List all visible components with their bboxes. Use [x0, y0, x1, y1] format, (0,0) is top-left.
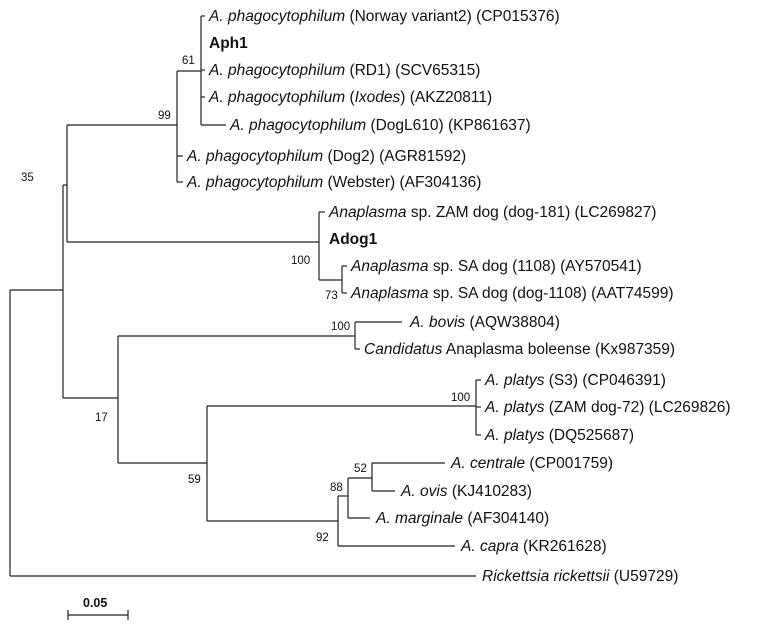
leaf-label: A. centrale (CP001759) — [450, 455, 613, 472]
leaf-label: A. phagocytophilum (Norway variant2) (CP… — [208, 8, 560, 25]
leaf-label: Rickettsia rickettsii (U59729) — [482, 568, 678, 585]
group-label-aph1: Aph1 — [209, 35, 248, 52]
bootstrap-value: 92 — [316, 532, 329, 544]
bootstrap-value: 59 — [188, 474, 201, 486]
bootstrap-value: 73 — [325, 290, 338, 302]
bootstrap-value: 100 — [451, 392, 470, 404]
scale-bar: 0.05 — [67, 596, 129, 620]
leaf-label: Anaplasma sp. ZAM dog (dog-181) (LC26982… — [328, 204, 656, 221]
leaf-label: A. ovis (KJ410283) — [400, 483, 532, 500]
bootstrap-value: 100 — [331, 321, 350, 333]
leaf-label: A. bovis (AQW38804) — [409, 314, 560, 331]
scale-bar-label: 0.05 — [83, 596, 107, 610]
leaf-label: Anaplasma sp. SA dog (dog-1108) (AAT7459… — [350, 285, 674, 302]
leaf-label: Candidatus Anaplasma boleense (Kx987359) — [364, 341, 675, 358]
leaf-label: A. phagocytophilum (Ixodes) (AKZ20811) — [208, 89, 492, 106]
leaf-label: A. phagocytophilum (Webster) (AF304136) — [186, 174, 481, 191]
group-label-adog1: Adog1 — [329, 231, 378, 248]
leaf-labels: A. phagocytophilum (Norway variant2) (CP… — [186, 8, 731, 585]
tree-branches — [9, 15, 481, 577]
leaf-label: A. capra (KR261628) — [460, 538, 607, 555]
bootstrap-value: 61 — [182, 55, 195, 67]
bootstrap-values: 61 99 35 100 73 100 100 17 52 88 92 59 — [21, 55, 470, 544]
leaf-label: A. platys (ZAM dog-72) (LC269826) — [484, 399, 731, 416]
group-labels: Aph1 Adog1 — [209, 35, 378, 248]
bootstrap-value: 99 — [158, 110, 171, 122]
leaf-label: A. phagocytophilum (Dog2) (AGR81592) — [186, 148, 466, 165]
leaf-label: A. platys (DQ525687) — [484, 427, 634, 444]
bootstrap-value: 17 — [95, 412, 108, 424]
leaf-label: A. marginale (AF304140) — [375, 510, 549, 527]
leaf-label: Anaplasma sp. SA dog (1108) (AY570541) — [350, 258, 642, 275]
leaf-label: A. phagocytophilum (RD1) (SCV65315) — [208, 62, 480, 79]
leaf-label: A. platys (S3) (CP046391) — [484, 372, 666, 389]
bootstrap-value: 100 — [291, 255, 310, 267]
bootstrap-value: 52 — [354, 463, 367, 475]
bootstrap-value: 88 — [330, 482, 343, 494]
leaf-label: A. phagocytophilum (DogL610) (KP861637) — [229, 117, 531, 134]
bootstrap-value: 35 — [21, 172, 34, 184]
